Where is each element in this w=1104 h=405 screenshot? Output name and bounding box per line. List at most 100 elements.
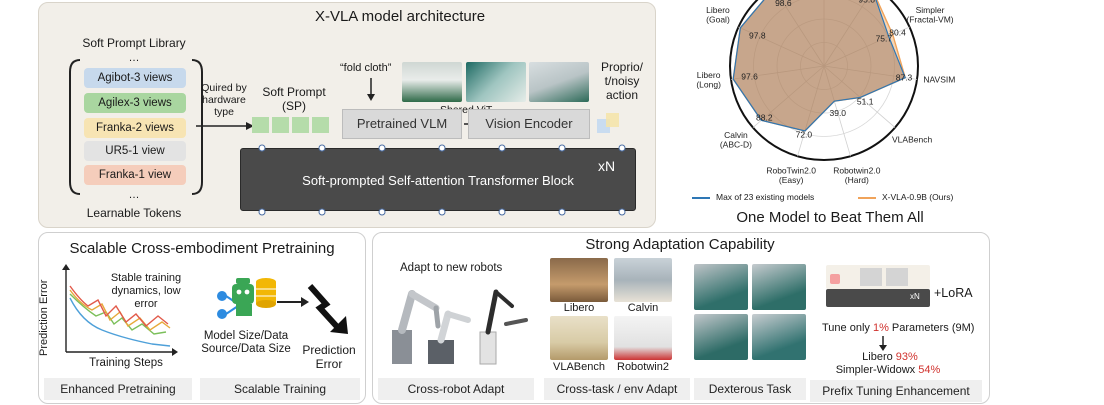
radar-axis-label-6: RoboTwin2.0(Easy) — [766, 165, 816, 185]
prediction-error-text: Prediction Error — [296, 343, 362, 371]
sp-token-2 — [272, 117, 289, 133]
library-bracket — [69, 59, 203, 195]
radar-axis-label-8: Libero(Long) — [696, 70, 721, 90]
widowx-result-value: 54% — [918, 364, 941, 376]
error-drop-icon — [307, 284, 348, 334]
radar-axis-label-line: (Hard) — [845, 175, 869, 185]
radar-grid-ring-2 — [753, 0, 895, 137]
radar-spoke-2 — [823, 26, 910, 67]
radar-value-label-1: 98.6 — [775, 0, 792, 8]
proprio-line3: action — [605, 88, 639, 102]
transformer-block — [240, 148, 636, 211]
chip-ur5-label: UR5-1 view — [105, 145, 165, 157]
stable-training-note: Stable training dynamics, low error — [96, 272, 196, 311]
chip-franka2-label: Franka-2 views — [96, 122, 174, 134]
pretraining-ylabel: Prediction Error — [38, 279, 50, 356]
libero-thumb — [550, 258, 608, 302]
proprio-line2: t/noisy — [604, 74, 640, 88]
chip-agilex: Agilex-3 views — [84, 93, 186, 113]
radar-value-label-7: 88.2 — [756, 113, 773, 123]
proprio-line1: Proprio/ — [600, 60, 644, 74]
widowx-result-label: Simpler-Widowx — [835, 364, 919, 376]
radar-caption: One Model to Beat Them All — [736, 209, 924, 226]
chip-franka1: Franka-1 view — [84, 165, 186, 185]
chip-franka2: Franka-2 views — [84, 118, 186, 138]
camera-image-front — [402, 62, 462, 102]
prefix-tuning-label: Prefix Tuning Enhancement — [810, 380, 982, 402]
pretraining-panel — [38, 232, 366, 404]
soft-prompt-line1: Soft Prompt — [262, 85, 326, 99]
scalable-training-label: Scalable Training — [200, 378, 360, 400]
chip-agibot-label: Agibot-3 views — [97, 72, 173, 84]
instruction-text: “fold cloth” — [340, 62, 392, 74]
radar-axis-label-line: Libero — [697, 70, 721, 80]
dexterous-label: Dexterous Task — [694, 378, 806, 400]
radar-axis-label-2: Simpler(Fractal-VM) — [906, 5, 953, 25]
learnable-tokens: Learnable Tokens — [86, 206, 182, 220]
libero-result-value: 93% — [895, 351, 918, 363]
sp-token-4 — [312, 117, 329, 133]
radar-spoke-10 — [781, 0, 825, 67]
radar-axis-label-line: (Long) — [696, 80, 721, 90]
dexterous-thumb-1 — [694, 264, 748, 310]
library-title: Soft Prompt Library — [82, 36, 186, 50]
radar-spoke-3 — [823, 65, 918, 80]
radar-axis-label-line: (Fractal-VM) — [906, 15, 953, 25]
pretrained-vlm-label: Pretrained VLM — [356, 116, 448, 131]
sp-token-1 — [252, 117, 269, 133]
quired-text: Quired by hardware type — [196, 82, 252, 118]
radar-axis-label-line: (Easy) — [779, 175, 804, 185]
robotwin2-label: Robotwin2 — [617, 361, 669, 373]
tuning-arrow — [879, 336, 887, 351]
vlabench-label: VLABench — [553, 361, 605, 373]
pred-line2: Error — [315, 357, 343, 371]
pretrained-vlm-box: Pretrained VLM — [342, 109, 462, 139]
radar-value-label-2: 95.8 — [858, 0, 875, 5]
radar-axis-label-3: NAVSIM — [923, 75, 955, 85]
adaptation-panel — [372, 232, 990, 404]
stable-line2: dynamics, low — [111, 285, 181, 297]
legend-ours: X-VLA-0.9B (Ours) — [858, 192, 988, 202]
lora-label: +LoRA — [934, 286, 973, 300]
pretraining-xlabel: Training Steps — [89, 357, 163, 369]
radar-value-label-9: 39.0 — [829, 108, 846, 118]
pretraining-title: Scalable Cross-embodiment Pretraining — [69, 240, 335, 257]
radar-spoke-5 — [823, 65, 851, 157]
camera-image-left-wrist — [466, 62, 526, 102]
chip-franka1-label: Franka-1 view — [98, 169, 172, 181]
radar-axis-label-9: Libero(Goal) — [706, 5, 730, 25]
vision-encoder-label: Vision Encoder — [485, 116, 573, 131]
quired-line3: type — [214, 106, 234, 118]
radar-value-label-4: 75.7 — [876, 34, 893, 44]
library-ellipsis-bottom: … — [128, 189, 140, 201]
libero-label: Libero — [563, 302, 595, 314]
instruction-arrow — [367, 78, 375, 101]
library-ellipsis-top: … — [128, 52, 140, 64]
model-data-icon — [217, 278, 276, 319]
scaling-arrow — [277, 297, 309, 307]
robot-arms-image — [392, 289, 528, 365]
radar-spoke-6 — [797, 65, 825, 157]
radar-spoke-1 — [823, 0, 867, 67]
radar-outer-ring — [729, 0, 919, 161]
quired-line2: hardware — [202, 94, 246, 106]
model-line1: Model Size/Data — [203, 330, 289, 342]
radar-axis-label-5: Robotwin2.0(Hard) — [833, 165, 881, 185]
tune-post: Parameters (9M) — [888, 322, 975, 334]
cross-robot-label: Cross-robot Adapt — [378, 378, 534, 400]
libero-result-label: Libero — [862, 351, 896, 363]
calvin-thumb — [614, 258, 672, 302]
radar-axis-label-line: (ABC-D) — [720, 139, 752, 149]
enhanced-pretraining-label: Enhanced Pretraining — [44, 378, 192, 400]
radar-axis-label-line: Simpler — [916, 5, 945, 15]
widowx-result: Simpler-Widowx 54% — [808, 364, 968, 376]
soft-prompt-line2: (SP) — [282, 99, 306, 113]
proprio-label: Proprio/ t/noisy action — [594, 60, 650, 102]
radar-spoke-4 — [823, 65, 896, 128]
stable-line1: Stable training — [110, 272, 182, 284]
radar-value-label-10: 51.1 — [857, 97, 874, 107]
model-size-text: Model Size/Data Source/Data Size — [196, 330, 296, 356]
quired-line1: Quired by — [201, 82, 247, 94]
architecture-title: X-VLA model architecture — [314, 8, 486, 25]
radar-axis-label-4: VLABench — [892, 134, 932, 144]
